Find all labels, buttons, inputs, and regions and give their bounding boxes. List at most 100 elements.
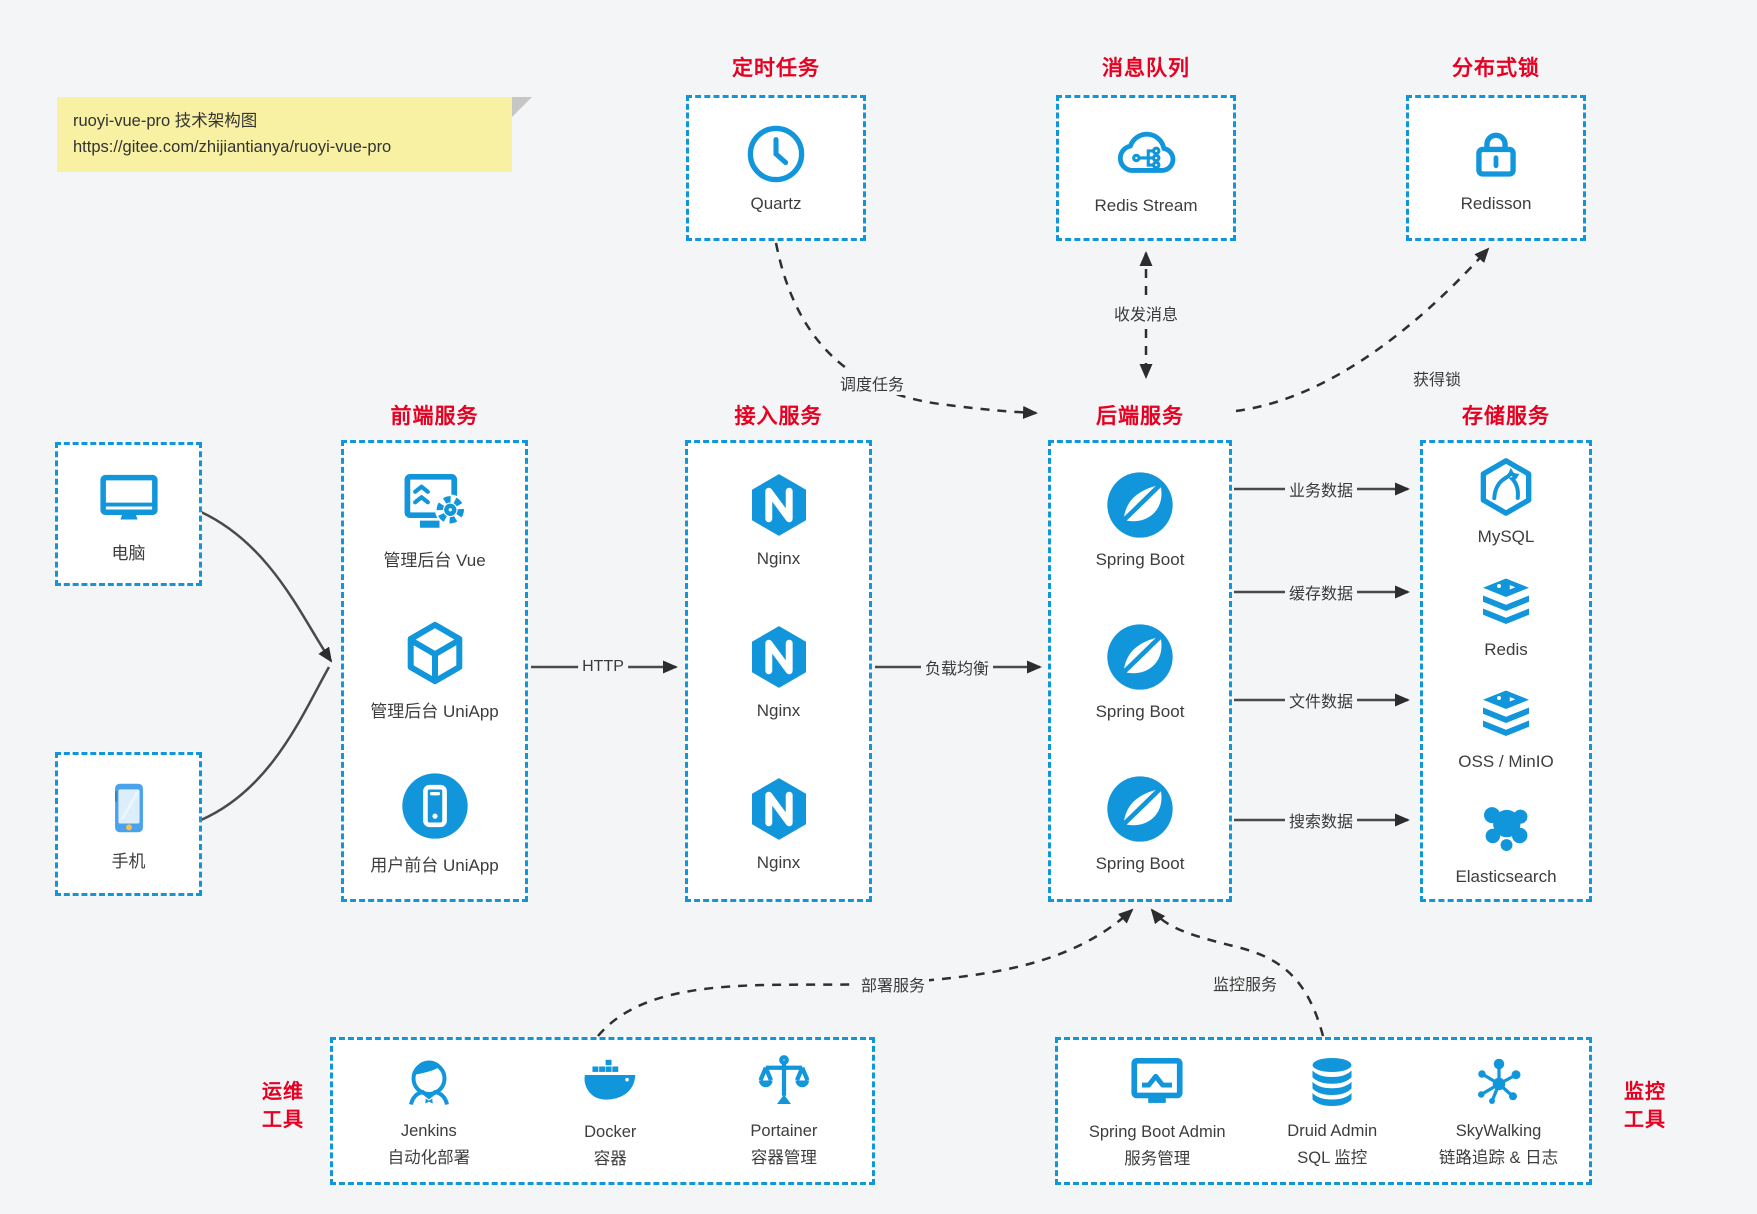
- edge-label-messaging: 收发消息: [1109, 301, 1183, 325]
- edge-label-schedule: 调度任务: [835, 371, 909, 395]
- node-nginx-1: Nginx: [688, 469, 869, 569]
- box-monitor-tools: Spring Boot Admin 服务管理 Druid Admin SQL 监…: [1055, 1037, 1592, 1185]
- node-nginx-3: Nginx: [688, 773, 869, 873]
- node-elasticsearch: Elasticsearch: [1423, 797, 1589, 887]
- cloud-stream-icon: [1112, 120, 1180, 188]
- database-icon: [1302, 1052, 1362, 1112]
- title-monitor-tools: 监控 工具: [1608, 1078, 1682, 1134]
- box-redisson: Redisson: [1406, 95, 1586, 241]
- elasticsearch-icon: [1475, 797, 1537, 859]
- title-storage: 存储服务: [1462, 405, 1550, 428]
- jenkins-icon: [399, 1052, 459, 1112]
- node-phone: 手机: [58, 777, 199, 872]
- node-skywalking: SkyWalking 链路追踪 & 日志: [1439, 1052, 1558, 1171]
- monitor-title-line2: 工具: [1624, 1109, 1666, 1131]
- desktop-icon: [96, 465, 162, 531]
- monitor-chart-icon: [1126, 1051, 1188, 1113]
- node-label: Redis: [1484, 639, 1528, 659]
- title-distributed-lock: 分布式锁: [1452, 57, 1540, 80]
- box-client-phone: 手机: [55, 752, 202, 896]
- node-oss-minio: OSS / MinIO: [1423, 684, 1589, 772]
- node-label: Quartz: [750, 194, 802, 213]
- node-desc: 链路追踪 & 日志: [1438, 1148, 1559, 1167]
- box-frontend: 管理后台 Vue 管理后台 UniApp 用户前台 UniApp: [341, 440, 528, 902]
- node-label: Spring Boot: [1095, 702, 1185, 721]
- node-label: 电脑: [111, 543, 146, 563]
- arrow-pc-to-frontend: [200, 510, 333, 663]
- node-label: Elasticsearch: [1455, 866, 1557, 886]
- node-user-uniapp: 用户前台 UniApp: [344, 769, 525, 876]
- node-springboot-1: Spring Boot: [1051, 468, 1229, 570]
- node-springboot-2: Spring Boot: [1051, 620, 1229, 722]
- box-ops-tools: Jenkins 自动化部署 Docker 容器 Portainer 容器管理: [330, 1037, 875, 1185]
- storage-stack-icon: [1476, 572, 1536, 632]
- node-redisson: Redisson: [1409, 122, 1583, 214]
- node-name: Portainer: [750, 1121, 818, 1140]
- title-scheduled-tasks: 定时任务: [732, 57, 820, 80]
- portainer-icon: [754, 1052, 814, 1112]
- node-label: 手机: [111, 851, 146, 871]
- node-desc: 服务管理: [1124, 1149, 1191, 1168]
- node-springboot-admin: Spring Boot Admin 服务管理: [1089, 1051, 1226, 1172]
- monitor-title-line1: 监控: [1624, 1081, 1666, 1103]
- node-label: Spring Boot: [1095, 550, 1185, 569]
- box-quartz: Quartz: [686, 95, 866, 241]
- node-name: Docker: [584, 1122, 637, 1141]
- node-label: Redisson: [1460, 194, 1532, 213]
- node-desc: 容器管理: [750, 1148, 817, 1167]
- ops-title-line1: 运维: [262, 1081, 304, 1103]
- edge-label-business-data: 业务数据: [1284, 477, 1358, 501]
- admin-vue-icon: [399, 466, 471, 538]
- node-label: OSS / MinIO: [1458, 752, 1554, 772]
- edge-label-acquire-lock: 获得锁: [1408, 366, 1466, 390]
- sticky-note: ruoyi-vue-pro 技术架构图 https://gitee.com/zh…: [57, 97, 532, 172]
- node-name: SkyWalking: [1455, 1121, 1542, 1140]
- mobile-app-icon: [398, 769, 472, 843]
- node-docker: Docker 容器: [579, 1051, 641, 1172]
- node-label: Redis Stream: [1094, 196, 1198, 215]
- title-backend: 后端服务: [1096, 405, 1184, 428]
- node-name: Druid Admin: [1287, 1121, 1378, 1140]
- arrow-acquire-lock: [1235, 247, 1490, 413]
- node-redis-stream: Redis Stream: [1059, 120, 1233, 216]
- edge-label-http: HTTP: [578, 658, 628, 676]
- node-label: 用户前台 UniApp: [370, 855, 499, 875]
- node-admin-vue: 管理后台 Vue: [344, 466, 525, 571]
- box-backend: Spring Boot Spring Boot Spring Boot: [1048, 440, 1232, 902]
- spring-icon: [1103, 468, 1177, 542]
- spring-icon: [1103, 620, 1177, 694]
- arrow-schedule: [774, 242, 1038, 419]
- node-desc: 容器: [593, 1149, 627, 1168]
- edge-label-monitoring: 监控服务: [1208, 971, 1282, 995]
- title-frontend: 前端服务: [390, 405, 479, 428]
- node-quartz: Quartz: [689, 122, 863, 214]
- node-desc: 自动化部署: [387, 1148, 471, 1167]
- title-ops-tools: 运维 工具: [248, 1078, 318, 1134]
- node-redis: Redis: [1423, 572, 1589, 660]
- title-message-queue: 消息队列: [1102, 57, 1190, 80]
- docker-icon: [579, 1051, 641, 1113]
- edge-label-search-data: 搜索数据: [1284, 808, 1358, 832]
- node-desc: SQL 监控: [1297, 1148, 1368, 1167]
- ops-title-line2: 工具: [262, 1109, 304, 1131]
- node-admin-uniapp: 管理后台 UniApp: [344, 617, 525, 722]
- node-label: MySQL: [1477, 527, 1535, 547]
- box-gateway: Nginx Nginx Nginx: [685, 440, 872, 902]
- node-mysql: MySQL: [1423, 455, 1589, 547]
- node-label: Nginx: [756, 701, 801, 720]
- lock-icon: [1464, 122, 1528, 186]
- skywalking-icon: [1469, 1052, 1529, 1112]
- nginx-icon: [743, 469, 815, 541]
- storage-stack-icon: [1476, 684, 1536, 744]
- node-label: 管理后台 UniApp: [370, 702, 499, 722]
- box-redis-stream: Redis Stream: [1056, 95, 1236, 241]
- node-springboot-3: Spring Boot: [1051, 772, 1229, 874]
- mysql-icon: [1474, 455, 1538, 519]
- note-title-text: ruoyi-vue-pro 技术架构图: [73, 112, 258, 130]
- note-url-text: https://gitee.com/zhijiantianya/ruoyi-vu…: [73, 138, 392, 157]
- spring-icon: [1103, 772, 1177, 846]
- arrow-monitoring: [1150, 908, 1325, 1037]
- node-label: Nginx: [756, 549, 801, 568]
- edge-label-file-data: 文件数据: [1284, 688, 1358, 712]
